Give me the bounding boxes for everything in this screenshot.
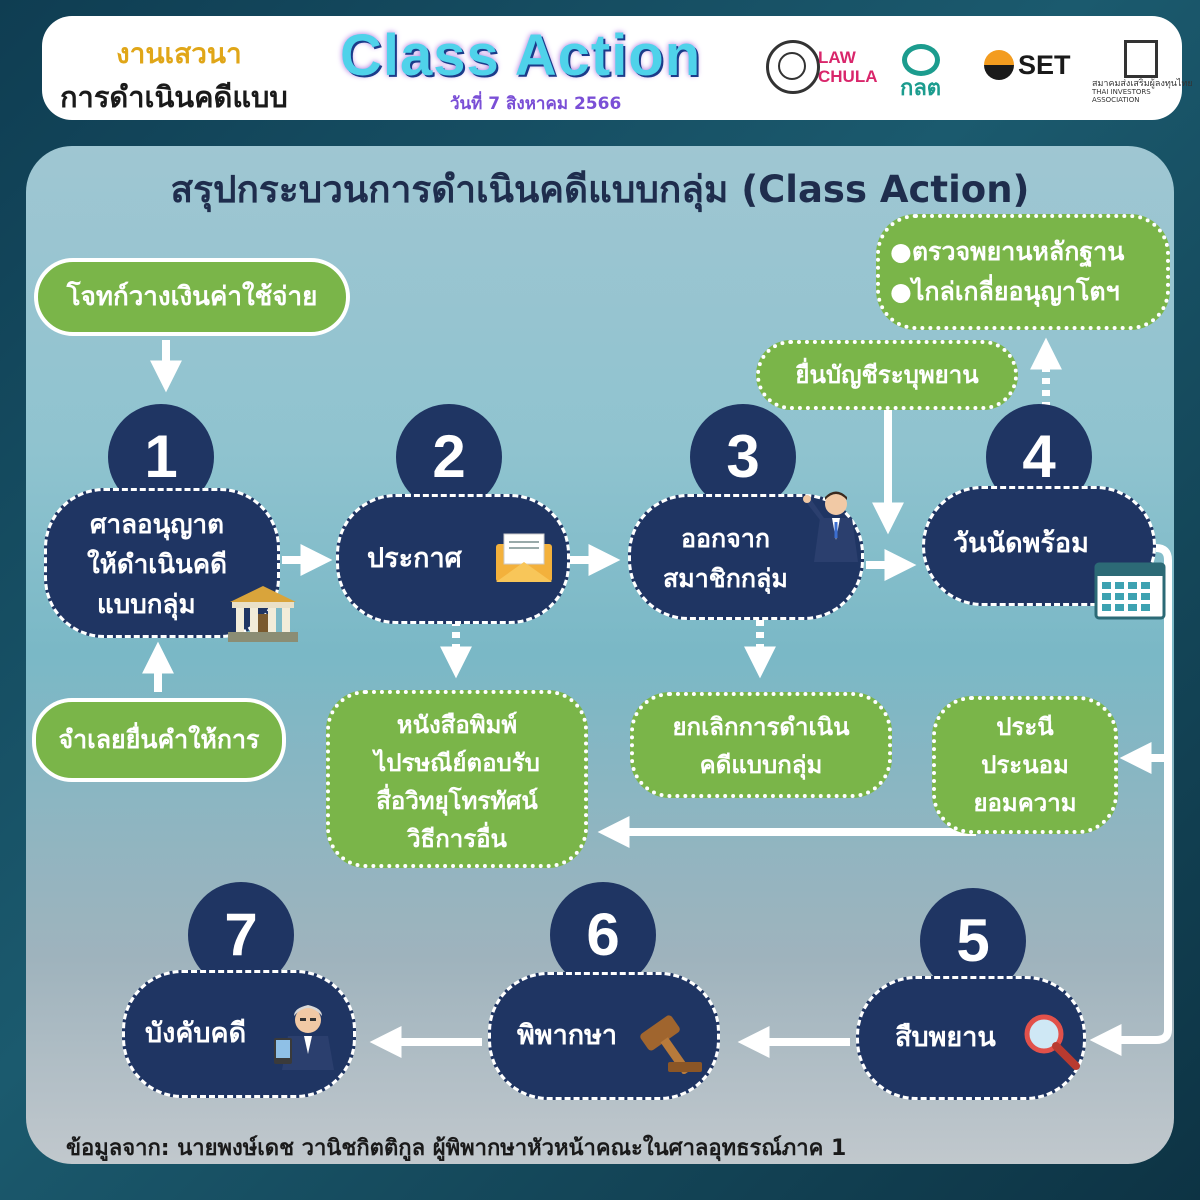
step1-line2: ให้ดำเนินคดี bbox=[86, 550, 228, 580]
note-compromise-line2: ประนอม bbox=[981, 751, 1069, 779]
note-defendant-answer-text: จำเลยยื่นคำให้การ bbox=[58, 725, 260, 754]
step3-line2: สมาชิกกลุ่ม bbox=[663, 564, 788, 593]
note-witness-list-text: ยื่นบัญชีระบุพยาน bbox=[795, 361, 979, 389]
law-logo-line2: CHULA bbox=[818, 67, 878, 86]
calendar-icon bbox=[1094, 562, 1166, 620]
envelope-icon bbox=[496, 533, 552, 582]
set-logo-text: SET bbox=[1018, 50, 1071, 80]
step3-number: 3 bbox=[690, 404, 796, 510]
channel-other: วิธีการอื่น bbox=[407, 825, 507, 853]
note-compromise-line3: ยอมความ bbox=[973, 789, 1077, 817]
note-announcement-channels: หนังสือพิมพ์ ไปรษณีย์ตอบรับ สื่อวิทยุโทร… bbox=[326, 690, 588, 868]
step5-line1: สืบพยาน bbox=[895, 1022, 996, 1053]
sec-logo-mark bbox=[902, 44, 940, 76]
note-compromise-line1: ประนี bbox=[996, 713, 1054, 741]
note-evidence-line2: ●ไกล่เกลี่ยอนุญาโตฯ bbox=[890, 277, 1120, 306]
step6-line1: พิพากษา bbox=[517, 1020, 618, 1051]
chula-seal-logo bbox=[766, 40, 820, 94]
step2-line1: ประกาศ bbox=[367, 543, 462, 574]
channel-radio-tv: สื่อวิทยุโทรทัศน์ bbox=[376, 787, 538, 815]
note-evidence-line1: ●ตรวจพยานหลักฐาน bbox=[890, 237, 1125, 266]
step7-box: บังคับคดี bbox=[122, 970, 356, 1098]
note-plaintiff-deposit: โจทก์วางเงินค่าใช้จ่าย bbox=[34, 258, 350, 336]
step1-line3: แบบกลุ่ม bbox=[97, 590, 196, 620]
step2-number: 2 bbox=[396, 404, 502, 510]
note-cancel-line1: ยกเลิกการดำเนิน bbox=[672, 713, 850, 741]
step6-number: 6 bbox=[550, 882, 656, 988]
magnifier-icon bbox=[1024, 1014, 1080, 1070]
note-cancel-class-action: ยกเลิกการดำเนิน คดีแบบกลุ่ม bbox=[630, 692, 892, 798]
step1-box: ศาลอนุญาต ให้ดำเนินคดี แบบกลุ่ม bbox=[44, 488, 280, 638]
diagram-title: สรุปกระบวนการดำเนินคดีแบบกลุ่ม (Class Ac… bbox=[170, 168, 1030, 211]
note-defendant-answer: จำเลยยื่นคำให้การ bbox=[32, 698, 286, 782]
gavel-icon bbox=[640, 1015, 702, 1074]
event-date: วันที่ 7 สิงหาคม 2566 bbox=[450, 94, 622, 114]
note-evidence-mediation: ●ตรวจพยานหลักฐาน ●ไกล่เกลี่ยอนุญาโตฯ bbox=[876, 214, 1170, 330]
step1-line1: ศาลอนุญาต bbox=[89, 510, 225, 540]
note-compromise: ประนี ประนอม ยอมความ bbox=[932, 696, 1118, 834]
event-subtitle: การดำเนินคดีแบบ bbox=[60, 80, 288, 114]
judge-icon bbox=[274, 1005, 334, 1070]
law-logo-line1: LAW bbox=[818, 48, 856, 67]
businessman-icon bbox=[803, 491, 858, 562]
source-credit: ข้อมูลจาก: นายพงษ์เดช วานิชกิตติกูล ผู้พ… bbox=[66, 1136, 847, 1161]
courthouse-icon bbox=[228, 586, 298, 642]
note-plaintiff-deposit-text: โจทก์วางเงินค่าใช้จ่าย bbox=[66, 282, 318, 312]
tia-logo-english: THAI INVESTORS ASSOCIATION bbox=[1092, 88, 1151, 104]
event-title: Class Action bbox=[340, 23, 702, 88]
step5-box: สืบพยาน bbox=[856, 976, 1086, 1100]
step6-box: พิพากษา bbox=[488, 972, 720, 1100]
event-label: งานเสวนา bbox=[116, 37, 242, 70]
tia-logo-thai: สมาคมส่งเสริมผู้ลงทุนไทย bbox=[1092, 79, 1193, 89]
rail-step4-to-step5 bbox=[1089, 544, 1172, 1056]
set-logo-mark bbox=[984, 50, 1014, 80]
law-chula-logo: LAW CHULA bbox=[818, 48, 878, 86]
step4-line1: วันนัดพร้อม bbox=[953, 528, 1089, 559]
channel-registered-mail: ไปรษณีย์ตอบรับ bbox=[374, 749, 540, 777]
sec-logo-text: กลต bbox=[900, 76, 942, 101]
note-cancel-line2: คดีแบบกลุ่ม bbox=[699, 751, 823, 779]
note-witness-list: ยื่นบัญชีระบุพยาน bbox=[756, 340, 1018, 410]
step7-line1: บังคับคดี bbox=[145, 1018, 247, 1049]
step3-line1: ออกจาก bbox=[681, 524, 770, 553]
channel-newspaper: หนังสือพิมพ์ bbox=[396, 711, 518, 739]
tia-logo-mark bbox=[1124, 40, 1158, 78]
